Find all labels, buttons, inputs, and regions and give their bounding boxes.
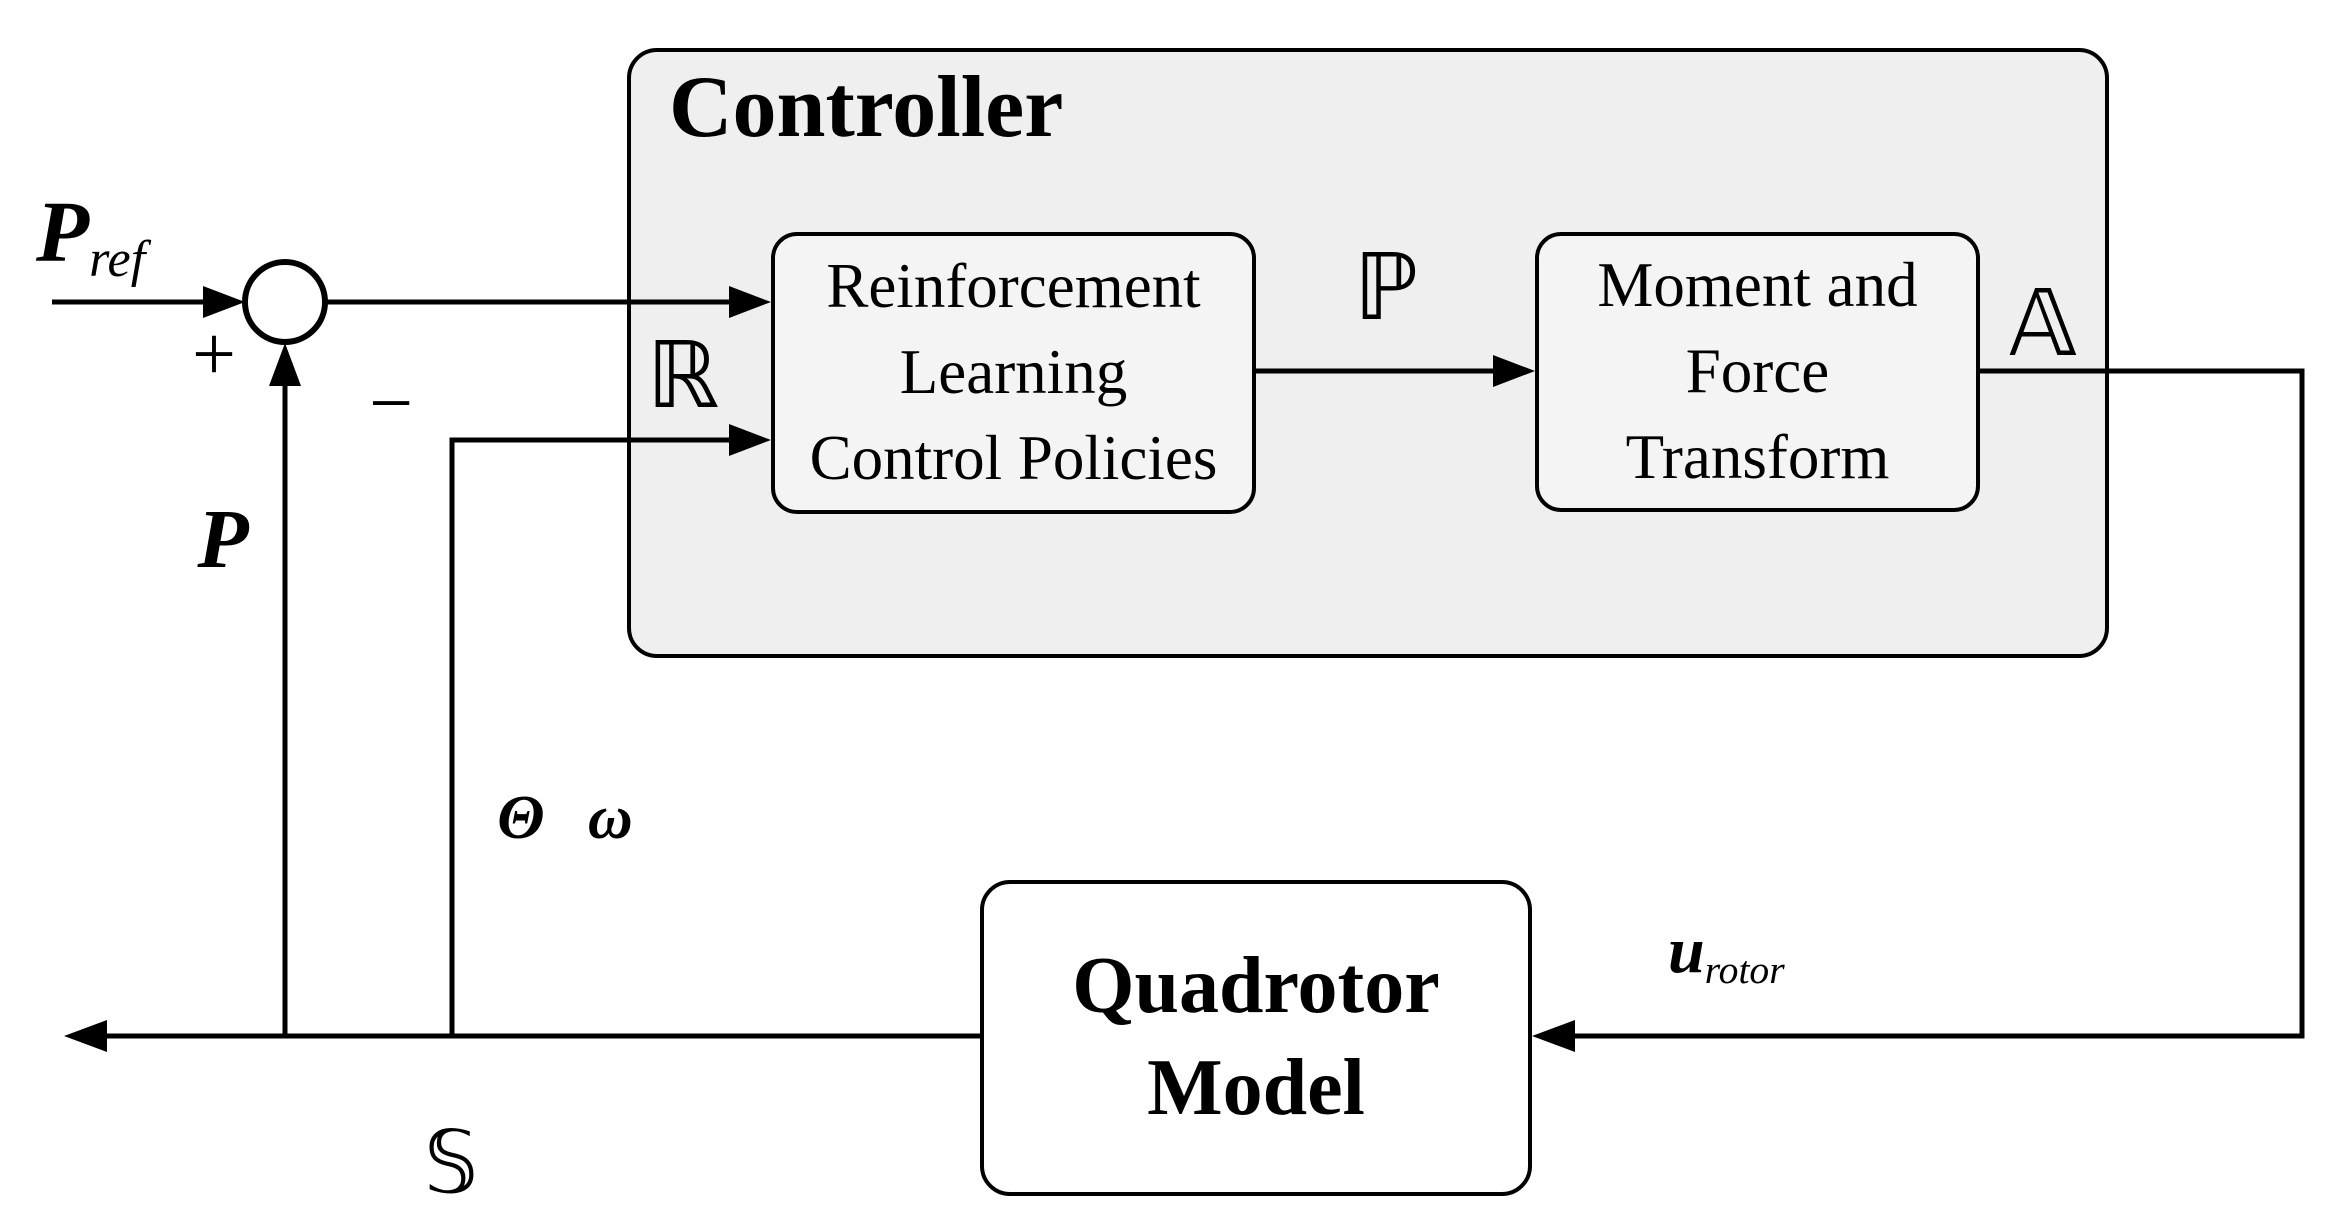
controller-title: Controller <box>669 59 1064 156</box>
pref-arrowhead <box>203 286 245 318</box>
sum-plus-sign: + <box>192 310 236 397</box>
actuation-line <box>1574 368 2305 1039</box>
mft-block-line1: Moment and <box>1597 250 1918 321</box>
rl-block-line1: Reinforcement <box>826 251 1201 322</box>
quadrotor-model-block: Quadrotor Model <box>980 880 1532 1196</box>
rl-block-line2: Learning <box>899 337 1128 408</box>
quadrotor-block-line2: Model <box>1147 1044 1365 1132</box>
u-rotor-subscript: rotor <box>1704 948 1785 993</box>
quad-input-arrowhead <box>1532 1020 1575 1052</box>
rl-lower-arrowhead <box>729 424 771 456</box>
mft-block-line2: Force <box>1685 336 1830 407</box>
state-output-arrowhead <box>64 1020 107 1052</box>
s-blackboard-label: 𝕊 <box>423 1113 479 1209</box>
a-blackboard-label: 𝔸 <box>2008 270 2078 377</box>
pref-signal-label: Pref <box>36 188 145 285</box>
rl-block-line3: Control Policies <box>809 422 1218 493</box>
quadrotor-block-line1: Quadrotor <box>1072 942 1440 1031</box>
mft-arrowhead <box>1493 355 1535 387</box>
theta-omega-label: Θ ω <box>497 784 633 852</box>
u-rotor-label: urotor <box>1668 918 1785 990</box>
reinforcement-learning-block: Reinforcement Learning Control Policies <box>771 232 1256 514</box>
sum-junction-circle <box>242 259 328 345</box>
rl-upper-arrowhead <box>729 286 771 318</box>
u-rotor-main: u <box>1668 914 1705 987</box>
p-feedback-label: P <box>197 493 249 586</box>
mft-block-line3: Transform <box>1625 421 1890 492</box>
r-blackboard-label: ℝ <box>646 322 720 429</box>
pref-main: P <box>36 183 90 280</box>
state-branch-line <box>449 437 731 1036</box>
sum-bottom-arrowhead <box>269 343 301 386</box>
sum-minus-sign: − <box>369 359 413 446</box>
pref-subscript: ref <box>89 229 146 288</box>
p-blackboard-label: ℙ <box>1353 234 1419 341</box>
moment-force-transform-block: Moment and Force Transform <box>1535 232 1980 512</box>
